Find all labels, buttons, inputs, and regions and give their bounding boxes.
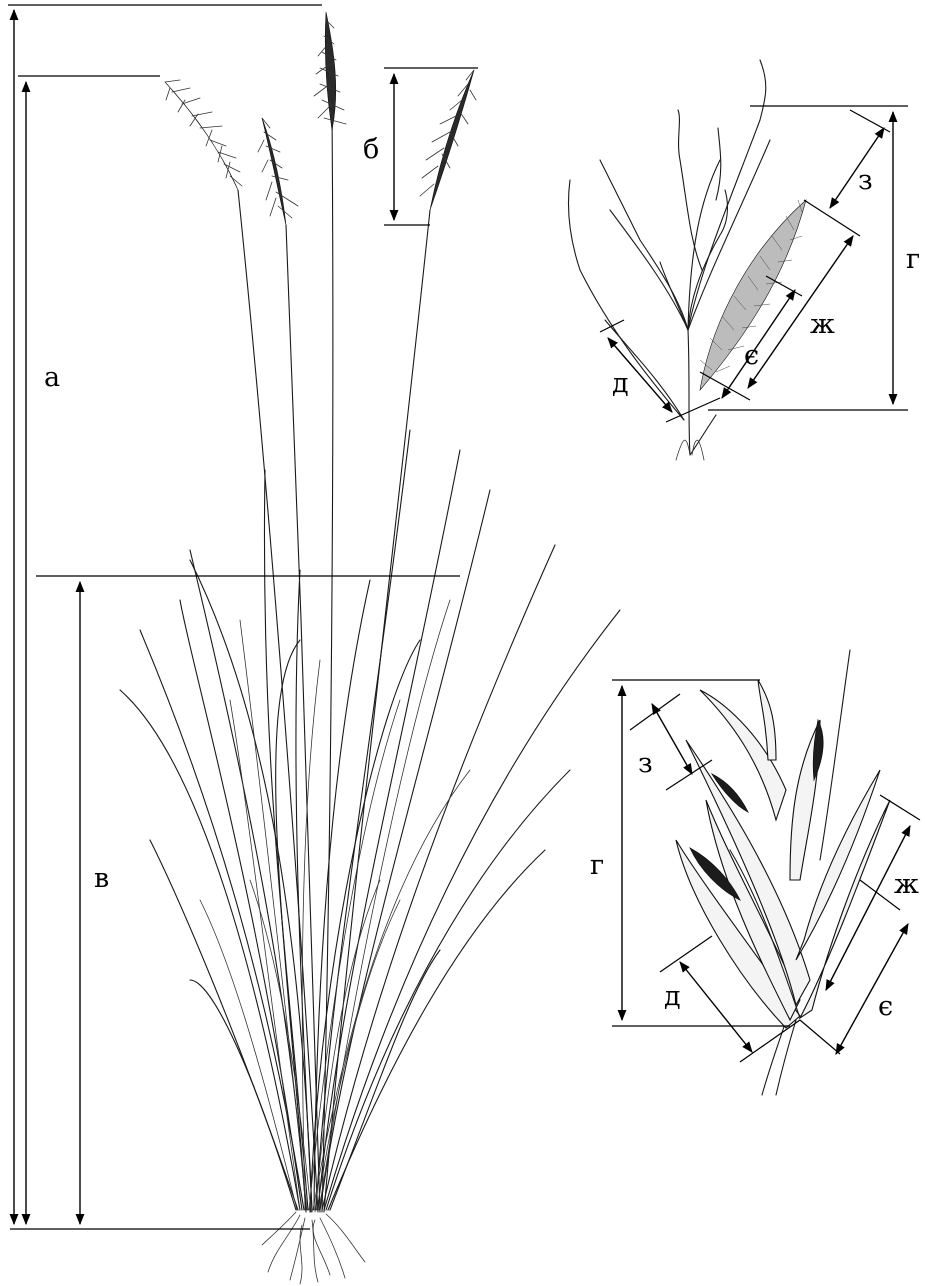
label-z-bottom: з [638,748,653,779]
grass-plant-drawing [120,12,620,1284]
label-a: а [44,362,60,393]
label-g-bottom: г [590,850,604,881]
label-v: в [94,863,109,894]
plant-dimension-lines: а б в [8,5,478,1229]
label-zh-bottom: ж [894,869,919,900]
leaves [120,430,620,1212]
spikelet-detail-drawing [676,650,890,1095]
label-z-top: з [858,165,873,196]
label-ye-top: є [744,340,759,371]
panicle-2 [258,118,298,225]
dimension-z-bottom [652,704,692,774]
dimension-d-bottom [680,962,752,1052]
panicle-1 [165,80,242,190]
dimension-ye-bottom [836,924,908,1054]
label-zh-top: ж [810,309,835,340]
label-b: б [363,134,379,165]
panicle-4 [420,70,476,210]
dimension-z-top [830,128,884,208]
label-d-bottom: д [664,981,681,1012]
panicle-detail-drawing [568,60,806,460]
label-ye-bottom: є [878,991,893,1022]
roots [262,1212,365,1284]
label-d-top: д [612,368,629,399]
panicle-3 [314,12,346,130]
label-g-top: г [906,244,920,275]
